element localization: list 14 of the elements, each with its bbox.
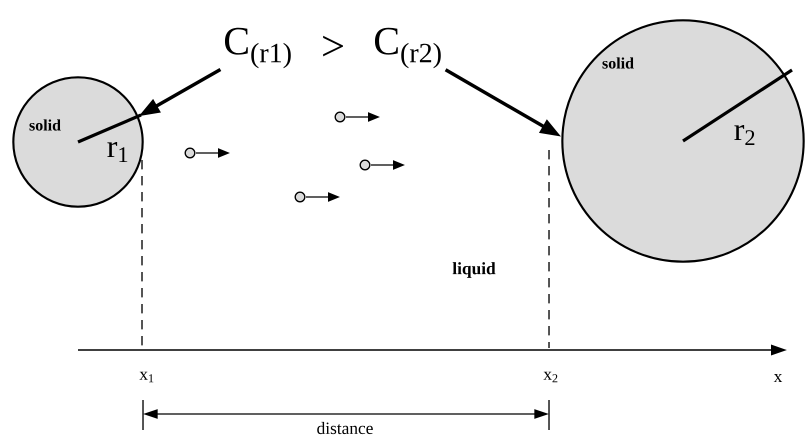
axis-label: x$_{2}$ xyxy=(543,372,558,382)
comparison-sign: > xyxy=(323,36,343,56)
circle-drawing xyxy=(561,19,805,263)
concentration-label: C$_{(r2)}$ xyxy=(374,28,441,68)
dimension-label: distance xyxy=(317,422,373,434)
concentration-label: C$_{(r1)}$ xyxy=(224,28,291,68)
phase-label: liquid xyxy=(452,262,496,278)
radius-label: r$_{1}$ xyxy=(105,140,131,164)
phase-label: solid xyxy=(600,56,636,70)
circle-drawing xyxy=(12,76,144,208)
radius-label: r$_{2}$ xyxy=(732,124,758,146)
phase-label: solid xyxy=(28,118,62,132)
axis-label: x xyxy=(774,374,782,382)
axis-label: x$_{1}$ xyxy=(139,372,154,382)
